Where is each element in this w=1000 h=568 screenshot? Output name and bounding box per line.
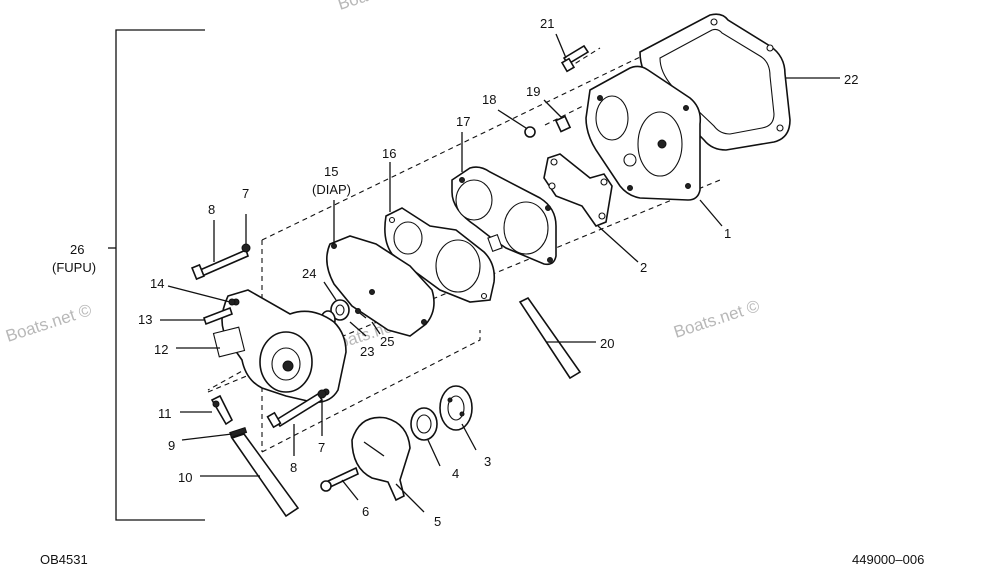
callout-14: 14 bbox=[150, 276, 164, 291]
screw-13 bbox=[202, 306, 234, 326]
gasket-2 bbox=[543, 153, 613, 227]
hose-20 bbox=[518, 296, 582, 380]
callout-26-sub: (FUPU) bbox=[52, 260, 96, 275]
pump-body-12 bbox=[212, 289, 347, 404]
callout-2: 2 bbox=[640, 260, 647, 275]
screw-21 bbox=[560, 44, 590, 73]
callout-7a: 7 bbox=[242, 186, 249, 201]
pump-cover-1 bbox=[585, 65, 702, 201]
callout-3: 3 bbox=[484, 454, 491, 469]
drawing-code-left: OB4531 bbox=[40, 552, 88, 567]
clamp-9 bbox=[229, 426, 248, 438]
spring-24 bbox=[330, 299, 350, 321]
nut-18 bbox=[524, 126, 536, 138]
callout-15: 15 bbox=[324, 164, 338, 179]
callout-5: 5 bbox=[434, 514, 441, 529]
callout-7b: 7 bbox=[318, 440, 325, 455]
valve-body-17 bbox=[451, 166, 557, 266]
filter-element-3 bbox=[439, 385, 473, 431]
bolt-8-upper bbox=[191, 248, 249, 281]
watermark: Boats.net © bbox=[335, 0, 426, 14]
watermark: Boats.net © bbox=[3, 300, 94, 346]
callout-9: 9 bbox=[168, 438, 175, 453]
filter-cup-5 bbox=[351, 416, 411, 502]
callout-6: 6 bbox=[362, 504, 369, 519]
pin-25 bbox=[355, 308, 367, 319]
callout-8b: 8 bbox=[290, 460, 297, 475]
callout-23: 23 bbox=[360, 344, 374, 359]
assembly-bracket bbox=[108, 29, 205, 521]
callout-26: 26 bbox=[70, 242, 84, 257]
callout-15-sub: (DIAP) bbox=[312, 182, 351, 197]
drawing-code-right: 449000–006 bbox=[852, 552, 924, 567]
diaphragm-15 bbox=[326, 235, 435, 337]
leader-lines bbox=[160, 33, 840, 513]
callout-12: 12 bbox=[154, 342, 168, 357]
fitting-11 bbox=[210, 394, 234, 426]
screw-6 bbox=[320, 466, 359, 492]
bolt-8-lower bbox=[266, 392, 324, 429]
callout-labels: 1 2 3 4 5 6 7 7 8 8 9 10 11 12 13 14 15 … bbox=[52, 16, 858, 529]
callout-8a: 8 bbox=[208, 202, 215, 217]
watermark: Boats.net © bbox=[671, 296, 762, 342]
callout-20: 20 bbox=[600, 336, 614, 351]
callout-17: 17 bbox=[456, 114, 470, 129]
gasket-16 bbox=[384, 207, 496, 303]
callout-19: 19 bbox=[526, 84, 540, 99]
washer-7-upper bbox=[241, 243, 251, 253]
callout-10: 10 bbox=[178, 470, 192, 485]
hose-10 bbox=[230, 433, 300, 518]
callout-18: 18 bbox=[482, 92, 496, 107]
callout-13: 13 bbox=[138, 312, 152, 327]
callout-16: 16 bbox=[382, 146, 396, 161]
callout-24: 24 bbox=[302, 266, 316, 281]
callout-21: 21 bbox=[540, 16, 554, 31]
callout-25: 25 bbox=[380, 334, 394, 349]
callout-4: 4 bbox=[452, 466, 459, 481]
o-ring-4 bbox=[410, 407, 438, 441]
callout-22: 22 bbox=[844, 72, 858, 87]
washer-7-lower bbox=[317, 389, 327, 399]
spacer-19 bbox=[554, 115, 572, 133]
callout-11: 11 bbox=[158, 406, 172, 421]
callout-1: 1 bbox=[724, 226, 731, 241]
